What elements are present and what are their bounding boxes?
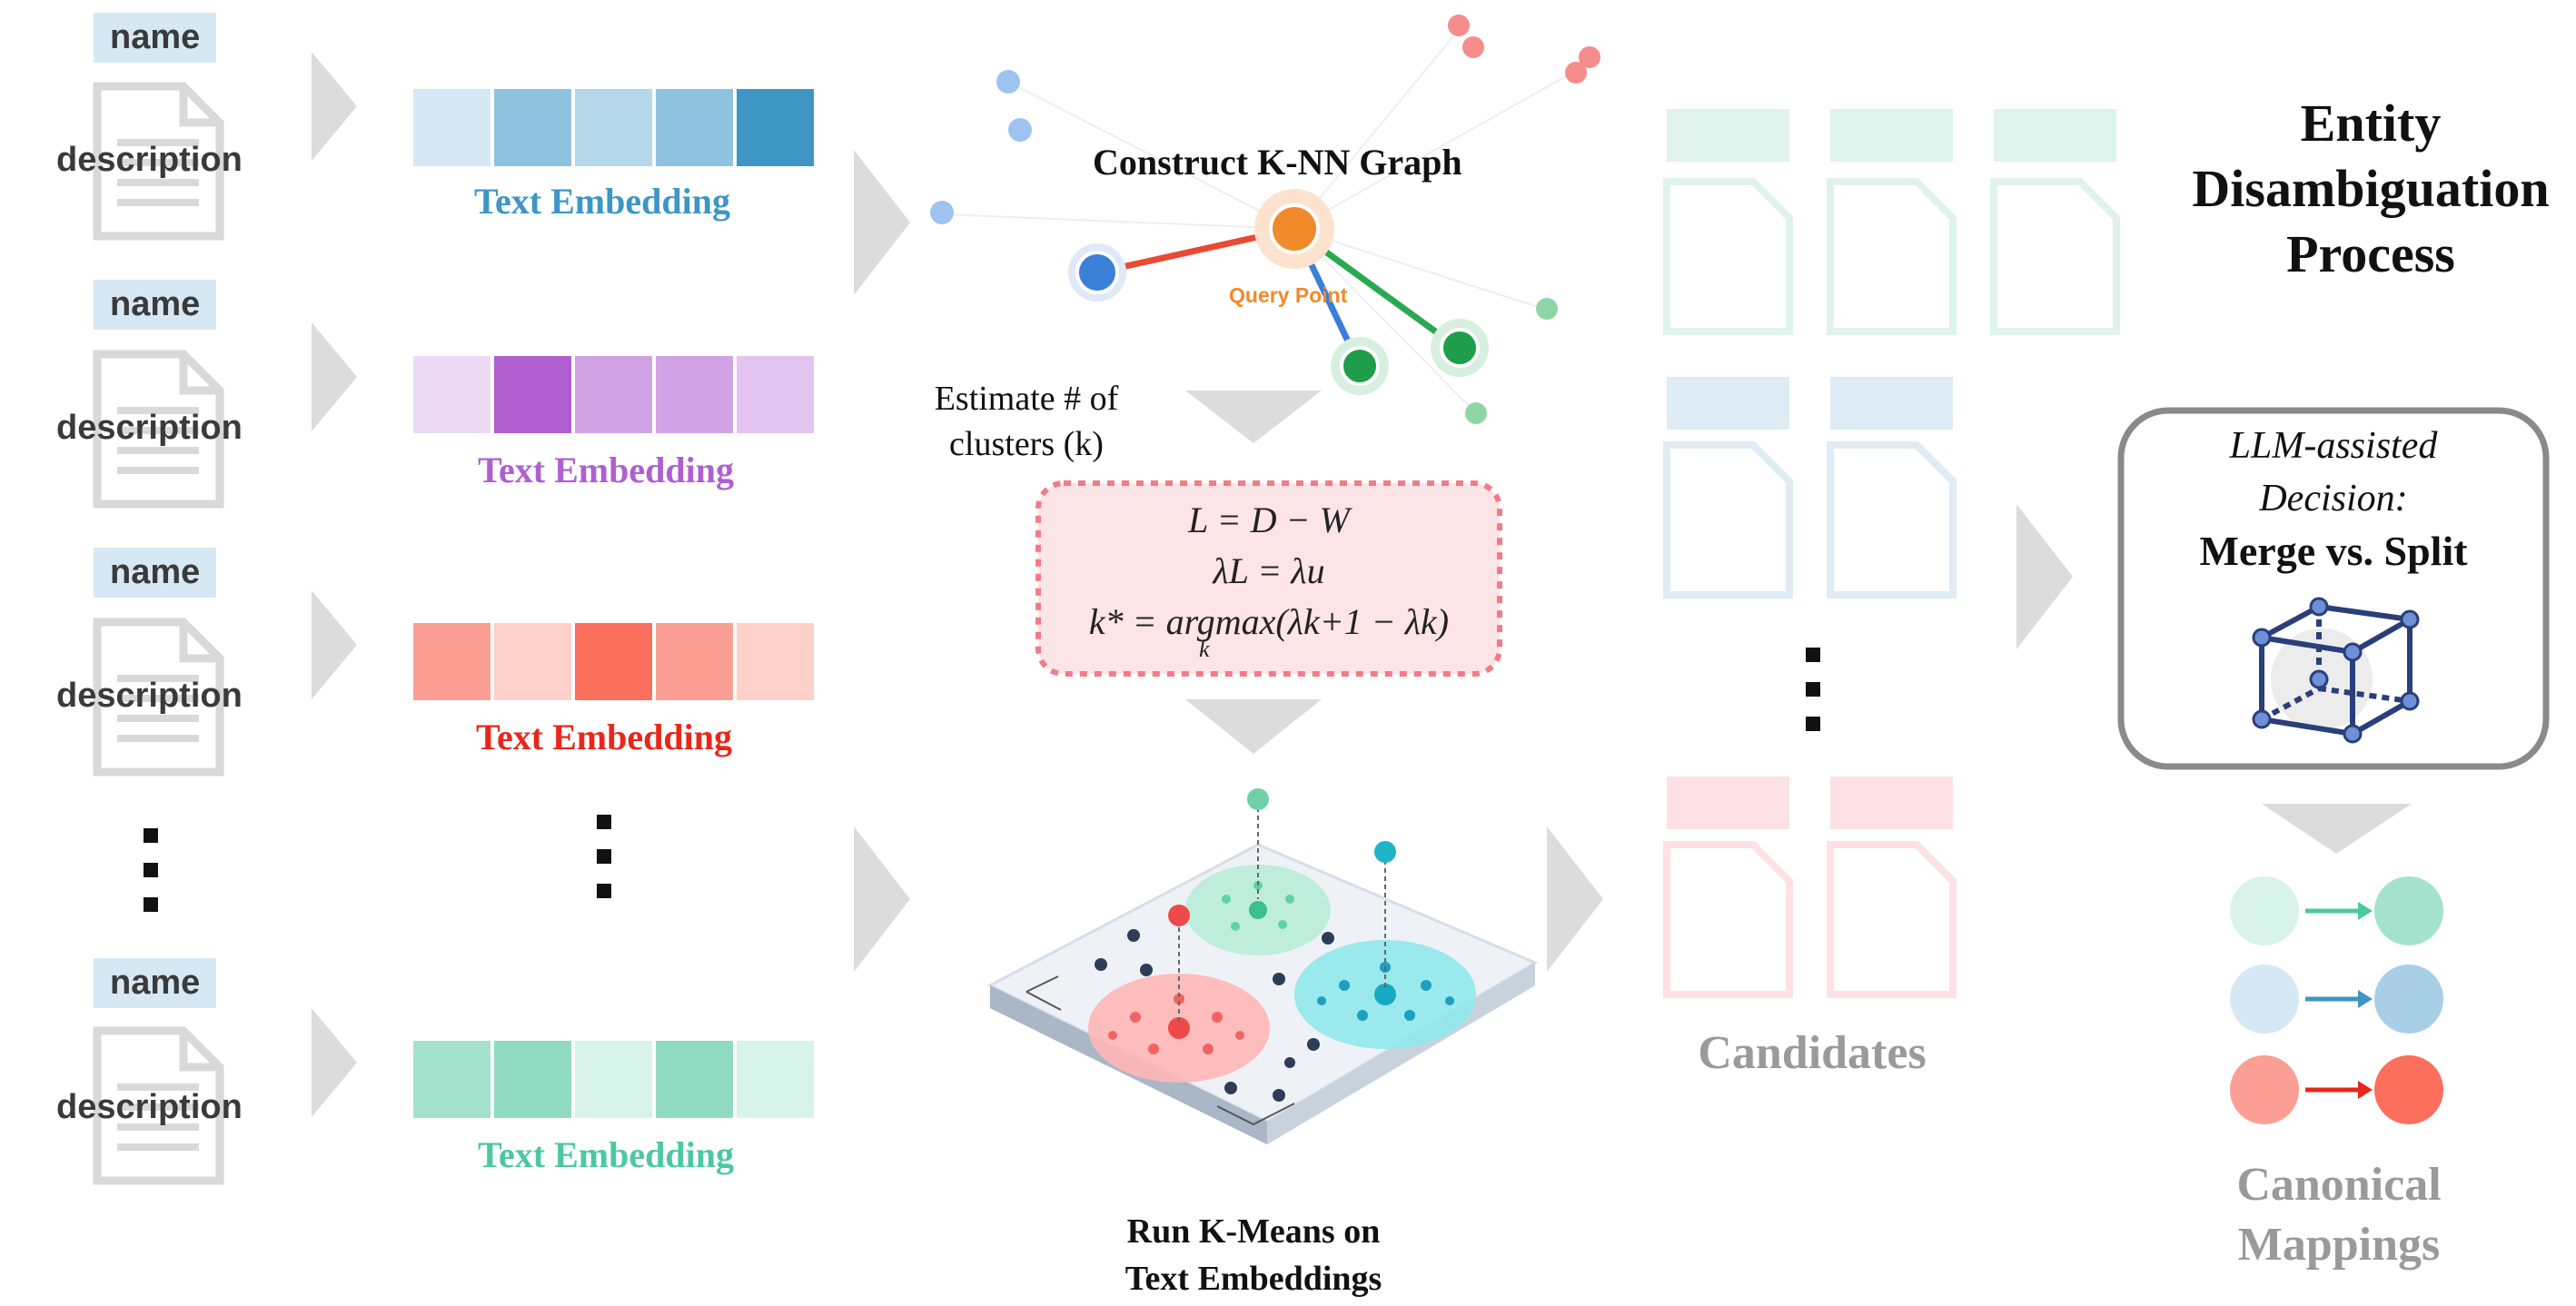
formula-eigen: λL = λu [1213, 550, 1325, 591]
embedding-cell [737, 1041, 814, 1118]
knn-title: Construct K-NN Graph [1093, 142, 1462, 183]
formula-lines: L = D − W λL = λu k* = argmax(λk+1 − λk) [1038, 495, 1500, 648]
embedding-cell [737, 356, 814, 433]
process-line-2: Disambiguation [2192, 159, 2550, 218]
decision-box [2117, 407, 2550, 770]
decision-line-3: Merge vs. Split [2199, 528, 2468, 574]
embedding-cell [494, 356, 571, 433]
arrow-right-icon [312, 590, 357, 699]
field-name-label: name [94, 958, 217, 1008]
embedding-cell [737, 89, 814, 166]
embedding-label: Text Embedding [476, 717, 732, 757]
embedding-cell [494, 623, 571, 700]
process-title: Entity Disambiguation Process [2148, 91, 2576, 287]
embedding-cell [656, 89, 733, 166]
arrow-right-icon [2016, 504, 2073, 649]
ellipsis-icon [144, 828, 158, 912]
decision-line-2: Decision: [2259, 478, 2408, 519]
embedding-cell [575, 1041, 652, 1118]
arrow-down-icon [1185, 699, 1322, 754]
field-description-label: description [56, 1088, 243, 1126]
embedding-cell [656, 356, 733, 433]
arrow-right-icon [312, 1008, 357, 1117]
cube-network-icon [2252, 597, 2420, 744]
embedding-cell [494, 89, 571, 166]
embedding-cell [494, 1041, 571, 1118]
embedding-cell [656, 1041, 733, 1118]
query-point-label: Query Point [1229, 283, 1348, 307]
formula-laplacian: L = D − W [1188, 500, 1350, 540]
embedding-cell [413, 89, 490, 166]
kmeans-line-2: Text Embeddings [1125, 1260, 1382, 1298]
kmeans-caption: Run K-Means on Text Embeddings [1045, 1208, 1462, 1302]
formula-argmax: k* = argmax(λk+1 − λk) [1088, 601, 1450, 642]
candidates-label: Candidates [1698, 1027, 1927, 1079]
embedding-label: Text Embedding [478, 1134, 734, 1175]
decision-line-1: LLM-assisted [2229, 425, 2438, 467]
decision-text: LLM-assisted Decision: Merge vs. Split [2125, 420, 2541, 578]
embedding-cell [413, 623, 490, 700]
embedding-cell [575, 356, 652, 433]
process-line-3: Process [2286, 224, 2455, 283]
arrow-right-icon [312, 322, 357, 431]
ellipsis-icon [597, 815, 611, 898]
mappings-line-2: Mappings [2237, 1219, 2441, 1271]
arrow-down-icon [1185, 391, 1322, 443]
arrow-right-icon [854, 826, 910, 972]
candidate-docs [1667, 109, 2116, 994]
field-name-label: name [94, 13, 217, 63]
embedding-vector [413, 89, 814, 166]
field-name-label: name [94, 280, 217, 330]
kmeans-platform [986, 788, 1539, 1144]
embedding-vector [413, 356, 814, 433]
arrow-right-icon [312, 52, 357, 161]
embedding-cell [575, 89, 652, 166]
embedding-label: Text Embedding [474, 181, 730, 222]
formula-subscript: k [1199, 636, 1210, 662]
embedding-label: Text Embedding [478, 450, 734, 490]
field-description-label: description [56, 677, 243, 715]
field-description-label: description [56, 141, 243, 179]
embedding-vector [413, 1041, 814, 1118]
embedding-vector [413, 623, 814, 700]
ellipsis-icon [1806, 648, 1820, 731]
embedding-cell [737, 623, 814, 700]
embedding-cell [656, 623, 733, 700]
estimate-label: Estimate # of clusters (k) [908, 376, 1144, 467]
process-line-1: Entity [2300, 94, 2442, 153]
embedding-cell [413, 356, 490, 433]
formula-box [1035, 480, 1502, 677]
embedding-cell [413, 1041, 490, 1118]
kmeans-line-1: Run K-Means on [1126, 1212, 1381, 1251]
arrow-down-icon [2262, 804, 2412, 854]
arrow-right-icon [1547, 826, 1603, 972]
canonical-mappings [2230, 876, 2443, 1124]
field-description-label: description [56, 409, 243, 447]
mappings-label: Canonical Mappings [2153, 1155, 2525, 1275]
arrow-right-icon [854, 150, 910, 295]
embedding-cell [575, 623, 652, 700]
knn-graph [930, 15, 1600, 424]
field-name-label: name [94, 548, 217, 598]
estimate-line-1: Estimate # of [934, 380, 1119, 418]
estimate-line-2: clusters (k) [949, 425, 1104, 463]
mappings-line-1: Canonical [2236, 1159, 2442, 1211]
